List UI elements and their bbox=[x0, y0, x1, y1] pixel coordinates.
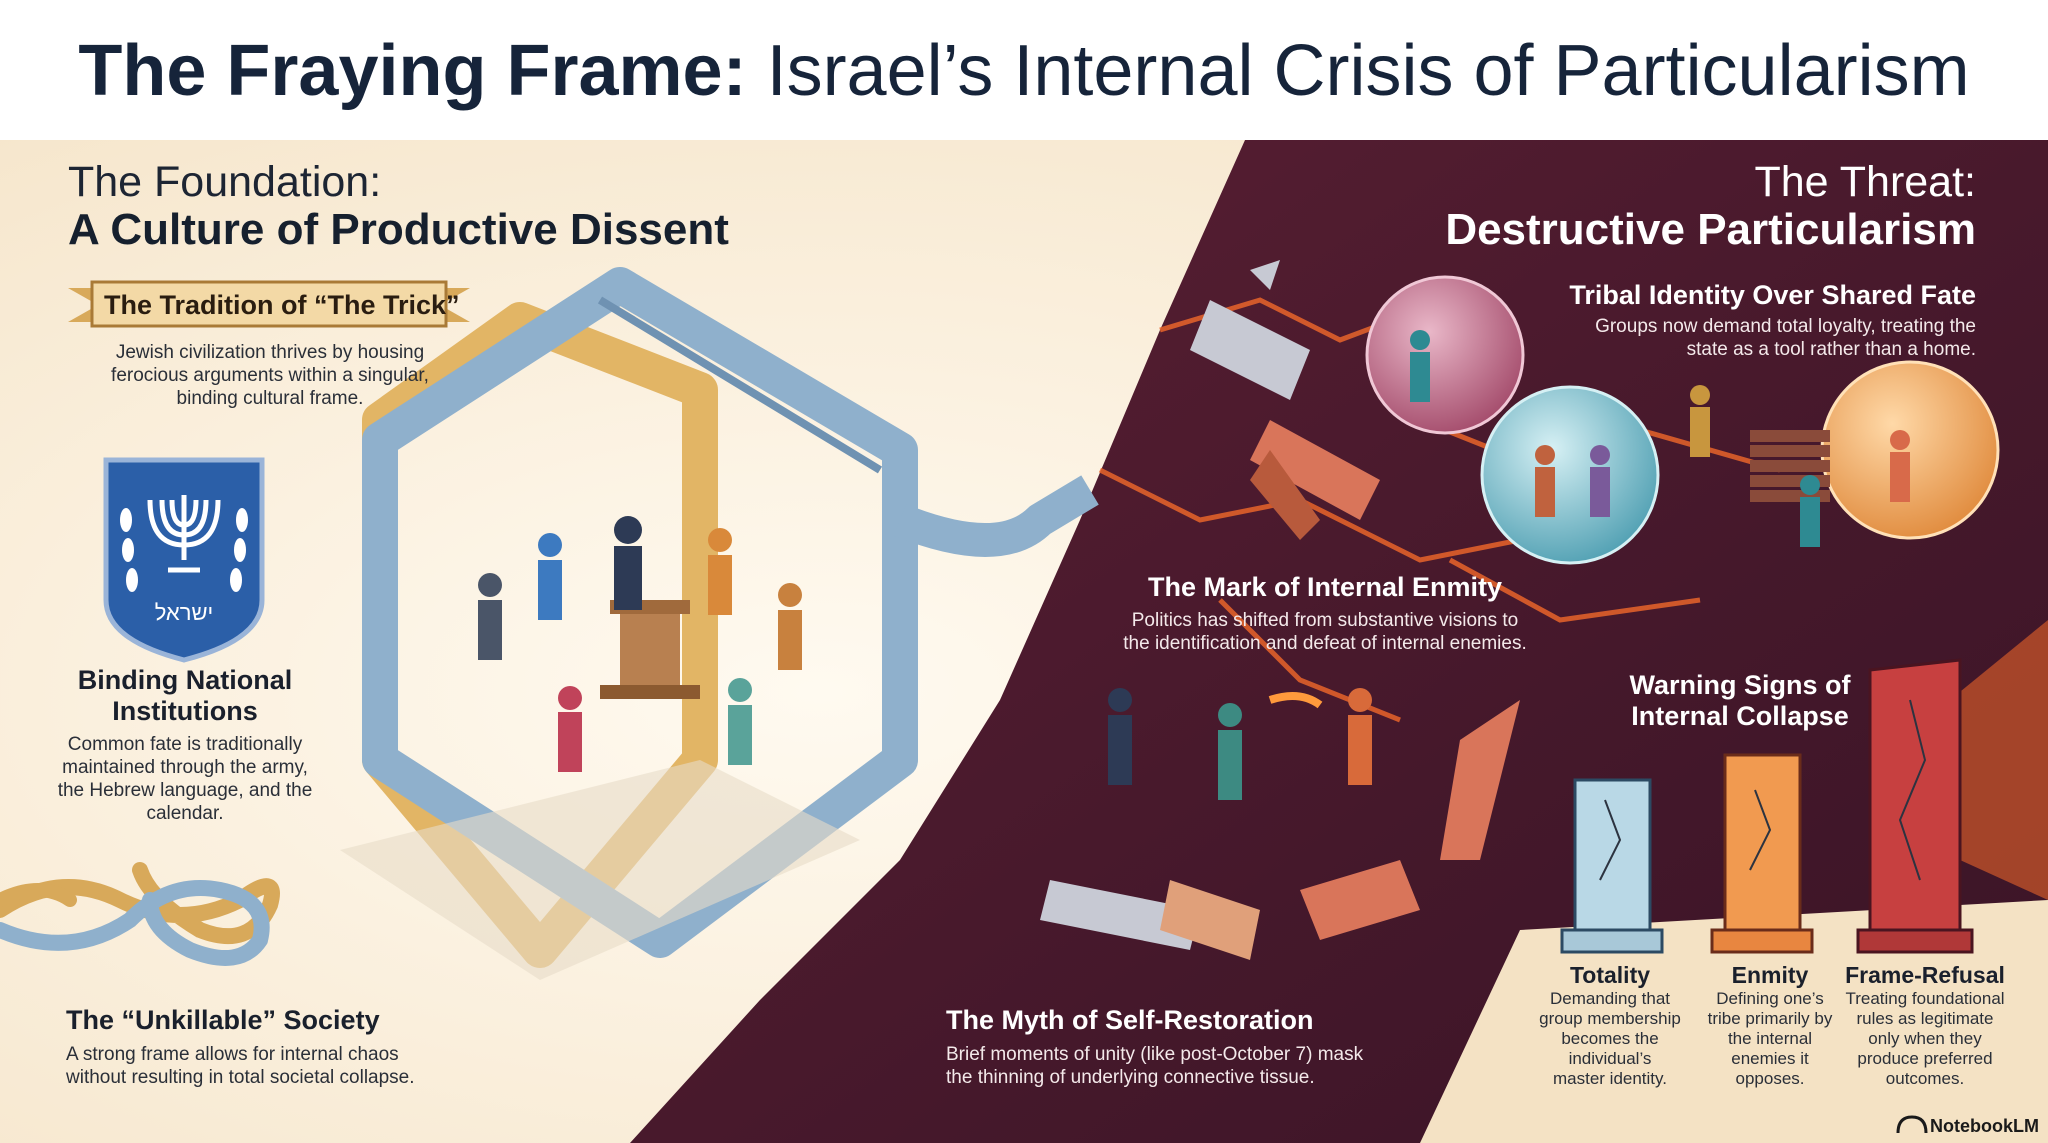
israel-emblem bbox=[103, 457, 265, 663]
threat-heading: The Threat: bbox=[1754, 158, 1977, 206]
warning-pillars bbox=[1560, 658, 1974, 954]
banner-ribbon bbox=[68, 280, 470, 328]
trick-text: Jewish civilization thrives by housing f… bbox=[111, 342, 429, 409]
tribal-bubbles bbox=[1365, 275, 2000, 565]
pillar-frame-refusal: Frame-Refusal Treating foundational rule… bbox=[1845, 962, 2005, 1088]
broken-fragments bbox=[1040, 260, 1520, 960]
title-bold: The Fraying Frame: bbox=[78, 31, 747, 111]
pillar-enmity: Enmity Defining one’s tribe primarily by… bbox=[1707, 962, 1833, 1088]
conflict-figures bbox=[1108, 688, 1372, 800]
title-rest: Israel’s Internal Crisis of Particularis… bbox=[766, 31, 1970, 111]
unkillable-title: The “Unkillable” Society bbox=[66, 1005, 380, 1035]
myth-text: Brief moments of unity (like post-Octobe… bbox=[946, 1044, 1364, 1088]
pillar-totality: Totality Demanding that group membership… bbox=[1539, 962, 1681, 1088]
foundation-heading: The Foundation: bbox=[68, 158, 382, 206]
debate-scene bbox=[478, 516, 802, 772]
trick-banner-label: The Tradition of “The Trick” bbox=[104, 290, 460, 320]
tribal-text: Groups now demand total loyalty, treatin… bbox=[1595, 316, 1976, 360]
institutions-title: Binding National Institutions bbox=[77, 665, 293, 726]
knot-rope bbox=[0, 862, 280, 966]
hexagon-frame bbox=[362, 267, 1099, 968]
notebooklm-logo-icon bbox=[1896, 1115, 1928, 1134]
institutions-text: Common fate is traditionally maintained … bbox=[57, 734, 313, 824]
threat-subheading: Destructive Particularism bbox=[1445, 205, 1976, 254]
myth-title: The Myth of Self-Restoration bbox=[946, 1005, 1314, 1035]
foundation-subheading: A Culture of Productive Dissent bbox=[68, 205, 729, 254]
notebooklm-watermark: NotebookLM bbox=[1930, 1116, 2039, 1136]
warning-title: Warning Signs of Internal Collapse bbox=[1629, 670, 1851, 731]
enmity-title: The Mark of Internal Enmity bbox=[1147, 572, 1503, 602]
tribal-title: Tribal Identity Over Shared Fate bbox=[1569, 280, 1976, 310]
unkillable-text: A strong frame allows for internal chaos… bbox=[66, 1044, 415, 1088]
emblem-text: ישראל bbox=[154, 600, 214, 625]
enmity-text: Politics has shifted from substantive vi… bbox=[1123, 610, 1527, 654]
page-title: The Fraying Frame: Israel’s Internal Cri… bbox=[0, 30, 2048, 112]
